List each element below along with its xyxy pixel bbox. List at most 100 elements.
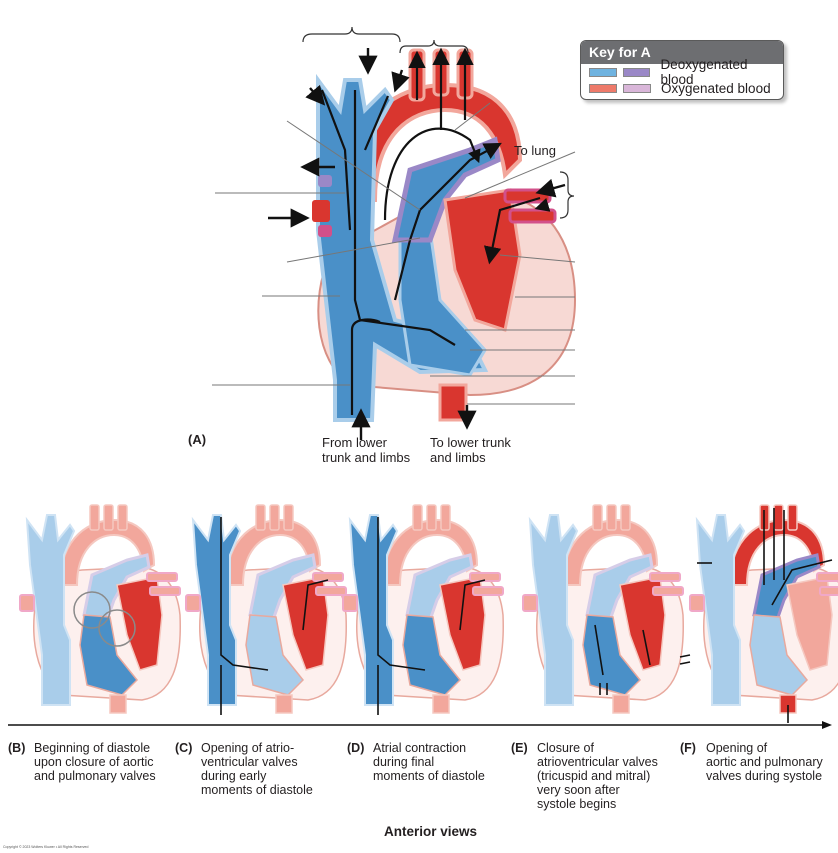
- aortic-branch: [606, 504, 617, 531]
- caption-line: ventricular valves: [201, 755, 298, 769]
- pulmonary-vein: [816, 572, 838, 582]
- right-ventricle: [245, 614, 305, 696]
- descending-aorta: [109, 694, 127, 714]
- right-ventricle: [79, 614, 139, 696]
- pulmonary-vein: [472, 586, 504, 596]
- flow-arrow: [771, 559, 833, 606]
- caption-letter: (F): [680, 741, 696, 755]
- pulmonary-vein: [146, 572, 178, 582]
- flow-arrow: [220, 517, 269, 671]
- flow-arrow: [679, 654, 691, 658]
- legend-label: Oxygenated blood: [661, 80, 771, 96]
- to-lower-label: To lower trunk and limbs: [430, 435, 511, 465]
- caption-letter: (D): [347, 741, 365, 755]
- pulmonary-vein-left: [689, 594, 705, 612]
- heart-panel-d: [342, 504, 504, 715]
- aortic-branch: [620, 504, 631, 531]
- legend-item-deoxygenated: Deoxygenated blood: [581, 57, 783, 87]
- pulmonary-trunk: [585, 553, 654, 622]
- valve-highlight-circle: [73, 591, 111, 629]
- aortic-branch: [89, 504, 100, 531]
- caption-line: during early: [201, 769, 267, 783]
- aortic-branch: [283, 504, 294, 531]
- pulmonary-trunk: [248, 553, 317, 622]
- caption-line: Opening of: [706, 741, 768, 755]
- pulmonary-trunk: [405, 553, 474, 622]
- legend-key: Key for A Deoxygenated blood Oxygenated …: [580, 40, 784, 100]
- flow-arrow: [459, 579, 486, 631]
- heart-panel-e: [522, 504, 691, 714]
- pulmonary-vein-left: [19, 594, 35, 612]
- to-lung-label: To lung: [514, 143, 556, 158]
- pulmonary-vein: [469, 572, 501, 582]
- caption-line: upon closure of aortic: [34, 755, 154, 769]
- swatch-deoxy-blue: [589, 67, 617, 77]
- caption-line: Opening of atrio-: [201, 741, 295, 755]
- aortic-branch: [255, 504, 266, 531]
- vena-cava: [348, 514, 399, 706]
- from-lower-line1: From lower: [322, 435, 388, 450]
- descending-aorta: [275, 694, 293, 714]
- heart-panel-c: [185, 504, 347, 715]
- aorta: [561, 518, 659, 586]
- leader-lines: [212, 102, 576, 405]
- swatch-oxy-red: [589, 83, 617, 93]
- legend-title: Key for A: [581, 41, 783, 64]
- pulmonary-vein-left: [522, 594, 538, 612]
- aortic-branch: [117, 504, 128, 531]
- caption-line: and pulmonary valves: [34, 769, 156, 783]
- footer-title: Anterior views: [384, 824, 478, 839]
- pulmonary-vein: [312, 572, 344, 582]
- flow-arrow: [302, 579, 329, 631]
- aortic-branch: [592, 504, 603, 531]
- swatch-oxy-pink: [623, 83, 651, 93]
- caption-line: during final: [373, 755, 435, 769]
- pulmonary-vein: [819, 586, 838, 596]
- caption-letter: (C): [175, 741, 193, 755]
- caption-line: atrioventricular valves: [537, 755, 658, 769]
- pulmonary-vein: [652, 586, 684, 596]
- caption-line: Closure of: [537, 741, 594, 755]
- panel-a-label: (A): [188, 432, 207, 447]
- caption-line: valves during systole: [706, 769, 823, 783]
- flow-arrow: [642, 629, 651, 666]
- aortic-branch: [787, 504, 798, 531]
- vena-cava: [528, 514, 579, 706]
- flow-arrow: [594, 624, 604, 676]
- pulmonary-trunk: [391, 136, 501, 243]
- flow-arrow: [679, 661, 691, 665]
- aorta: [58, 518, 156, 586]
- caption-line: moments of diastole: [201, 783, 313, 797]
- descending-aorta: [612, 694, 630, 714]
- aorta: [381, 518, 479, 586]
- pulmonary-stubs: [312, 175, 332, 237]
- caption-line: Atrial contraction: [373, 741, 467, 755]
- descending-aorta: [432, 694, 450, 714]
- heart-panel-b: [19, 504, 181, 714]
- aorta: [728, 518, 826, 586]
- right-ventricle: [749, 614, 809, 696]
- pulmonary-vein: [149, 586, 181, 596]
- aortic-branch: [103, 504, 114, 531]
- pulmonary-vein-left: [342, 594, 358, 612]
- valve-highlight-circle: [98, 609, 136, 647]
- legend-label: Deoxygenated blood: [660, 57, 748, 87]
- aortic-branch: [412, 504, 423, 531]
- pulmonary-vein-left: [185, 594, 201, 612]
- aortic-branch: [269, 504, 280, 531]
- aorta: [224, 518, 322, 586]
- pulmonary-vein: [649, 572, 681, 582]
- vena-cava: [25, 514, 76, 706]
- caption-line: Beginning of diastole: [34, 741, 151, 755]
- caption-letter: (E): [511, 741, 528, 755]
- pulmonary-vein: [315, 586, 347, 596]
- swatch-deoxy-purple: [622, 67, 651, 77]
- aortic-branch: [440, 504, 451, 531]
- caption-line: very soon after: [537, 783, 620, 797]
- from-lower-label: From lower trunk and limbs: [322, 435, 410, 465]
- heart-panel-f: [689, 504, 838, 723]
- copyright: Copyright © 2023 Wolters Kluwer • All Ri…: [3, 845, 89, 849]
